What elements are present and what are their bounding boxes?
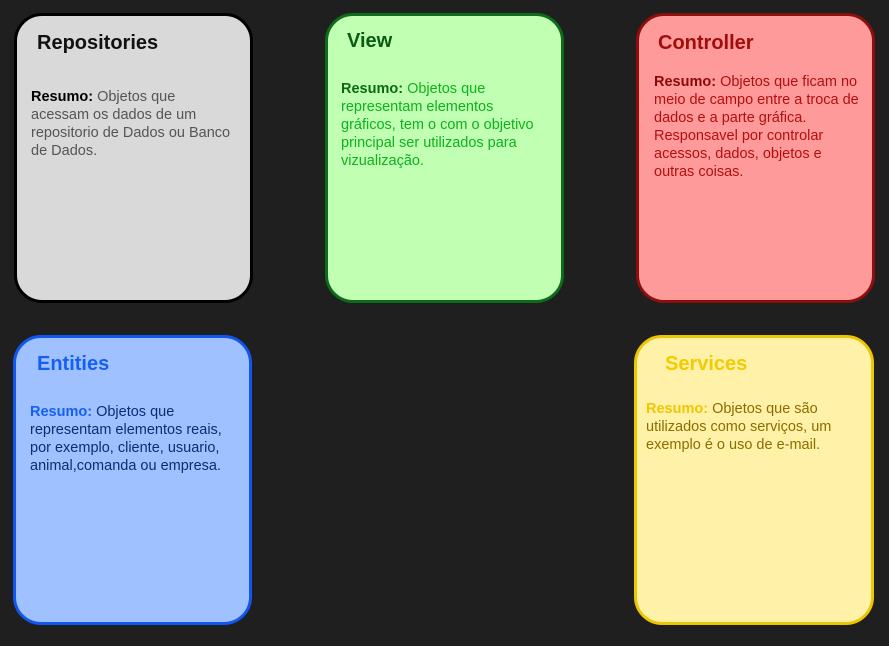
services-summary-text: Objetos que são utilizados como serviços… (646, 401, 832, 453)
entities-summary-label: Resumo: (30, 404, 93, 420)
services-summary-label: Resumo: (646, 401, 709, 417)
repositories-card: Repositories Resumo: Objetos que acessam… (14, 13, 253, 303)
entities-card: Entities Resumo: Objetos que representam… (13, 335, 252, 625)
controller-card: Controller Resumo: Objetos que ficam no … (636, 13, 875, 303)
services-card: Services Resumo: Objetos que são utiliza… (634, 335, 874, 625)
services-title: Services (665, 353, 748, 375)
repositories-summary-text: Objetos que acessam os dados de um repos… (31, 89, 231, 159)
services-description: Resumo: Objetos que são utilizados como … (646, 400, 858, 454)
view-summary-label: Resumo: (341, 81, 404, 97)
entities-title: Entities (37, 353, 110, 375)
view-card: View Resumo: Objetos que representam ele… (325, 13, 564, 303)
controller-summary-label: Resumo: (654, 74, 717, 90)
entities-summary-text: Objetos que representam elementos reais,… (30, 404, 222, 474)
repositories-title: Repositories (37, 32, 159, 54)
view-description: Resumo: Objetos que representam elemento… (341, 80, 551, 170)
repositories-summary-label: Resumo: (31, 89, 94, 105)
view-title: View (347, 30, 393, 52)
view-summary-text: Objetos que representam elementos gráfic… (341, 81, 534, 169)
controller-summary-text: Objetos que ficam no meio de campo entre… (654, 74, 859, 180)
repositories-description: Resumo: Objetos que acessam os dados de … (31, 88, 236, 160)
controller-description: Resumo: Objetos que ficam no meio de cam… (654, 73, 859, 181)
controller-title: Controller (658, 32, 754, 54)
entities-description: Resumo: Objetos que representam elemento… (30, 403, 242, 475)
